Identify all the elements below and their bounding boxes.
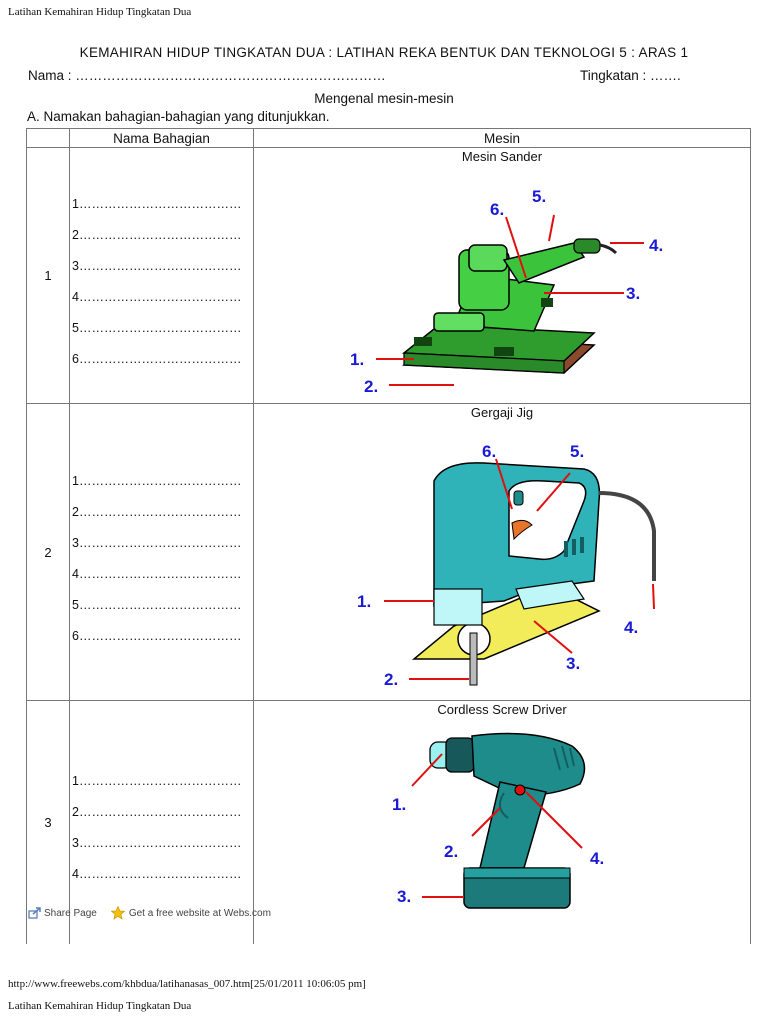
answer-line: 2………………………………… [72,228,242,242]
callout-label: 6. [490,200,504,219]
footer-title: Latihan Kemahiran Hidup Tingkatan Dua [8,1000,192,1012]
answer-line: 5………………………………… [72,321,242,335]
header-number [26,128,70,148]
callout-label: 5. [532,187,546,206]
callout-label: 2. [444,842,458,861]
answer-lines: 1………………………………… 2………………………………… 3………………………… [69,700,254,944]
callout-label: 1. [350,350,364,369]
answer-line: 2………………………………… [72,805,242,819]
row-number: 2 [26,403,70,701]
answer-line: 3………………………………… [72,536,242,550]
instruction-text: A. Namakan bahagian-bahagian yang ditunj… [27,109,330,124]
answer-line: 3………………………………… [72,836,242,850]
footer-url: http://www.freewebs.com/khbdua/latihanas… [8,978,366,990]
answer-line: 5………………………………… [72,598,242,612]
callout-label: 2. [384,670,398,689]
callout-label: 4. [649,236,663,255]
machine-name: Cordless Screw Driver [437,702,567,717]
header-part-name: Nama Bahagian [69,128,254,148]
answer-line: 3………………………………… [72,259,242,273]
machine-name: Mesin Sander [461,149,543,164]
answer-line: 6………………………………… [72,352,242,366]
jigsaw-illustration: 1. 2. 3. 4. 5. 6. [357,442,656,689]
machine-cell: Cordless Screw Driver [253,700,751,944]
callout-label: 3. [566,654,580,673]
answer-line: 4………………………………… [72,867,242,881]
answer-line: 1………………………………… [72,474,242,488]
screwdriver-illustration: 1. 2. 3. 4. [392,732,604,909]
callout-label: 1. [357,592,371,611]
callout-label: 1. [392,795,406,814]
table-row: 2 1………………………………… 2………………………………… 3…………………… [26,403,751,701]
section-title: Mengenal mesin-mesin [314,91,454,106]
answer-line: 6………………………………… [72,629,242,643]
free-website-link[interactable]: Get a free website at Webs.com [110,906,271,920]
callout-label: 4. [624,618,638,637]
callout-label: 3. [626,284,640,303]
table-row: 1 1………………………………… 2………………………………… 3…………………… [26,147,751,404]
sander-illustration: 1. 2. 3. 4. 5. 6. [350,187,663,396]
callout-label: 5. [570,442,584,461]
callout-label: 6. [482,442,496,461]
answer-line: 1………………………………… [72,774,242,788]
answer-line: 2………………………………… [72,505,242,519]
answer-line: 1………………………………… [72,197,242,211]
star-icon [110,906,125,920]
callout-label: 2. [364,377,378,396]
answer-line: 4………………………………… [72,567,242,581]
callout-label: 4. [590,849,604,868]
share-page-link[interactable]: Share Page [28,907,97,919]
row-number: 1 [26,147,70,404]
worksheet-table: Nama Bahagian Mesin 1 1………………………………… 2……… [26,128,751,944]
machine-name: Gergaji Jig [470,405,534,420]
callout-label: 3. [397,887,411,906]
share-icon [28,907,41,919]
table-header-row: Nama Bahagian Mesin [26,128,751,148]
table-row: 3 1………………………………… 2………………………………… 3…………………… [26,700,751,944]
machine-cell: Gergaji Jig [253,403,751,701]
share-page-label: Share Page [44,907,97,919]
machine-cell: Mesin Sander [253,147,751,404]
answer-lines: 1………………………………… 2………………………………… 3………………………… [69,147,254,404]
answer-line: 4………………………………… [72,290,242,304]
form-field-line: Tingkatan : ……. [580,68,681,83]
name-field-line: Nama : …………………………………………………………… [28,68,386,83]
header-machine: Mesin [253,128,751,148]
share-bar: Share Page Get a free website at Webs.co… [28,906,285,920]
page-title: KEMAHIRAN HIDUP TINGKATAN DUA : LATIHAN … [79,45,689,60]
browser-header-title: Latihan Kemahiran Hidup Tingkatan Dua [8,6,192,18]
free-website-label: Get a free website at Webs.com [128,907,271,919]
answer-lines: 1………………………………… 2………………………………… 3………………………… [69,403,254,701]
row-number: 3 [26,700,70,944]
